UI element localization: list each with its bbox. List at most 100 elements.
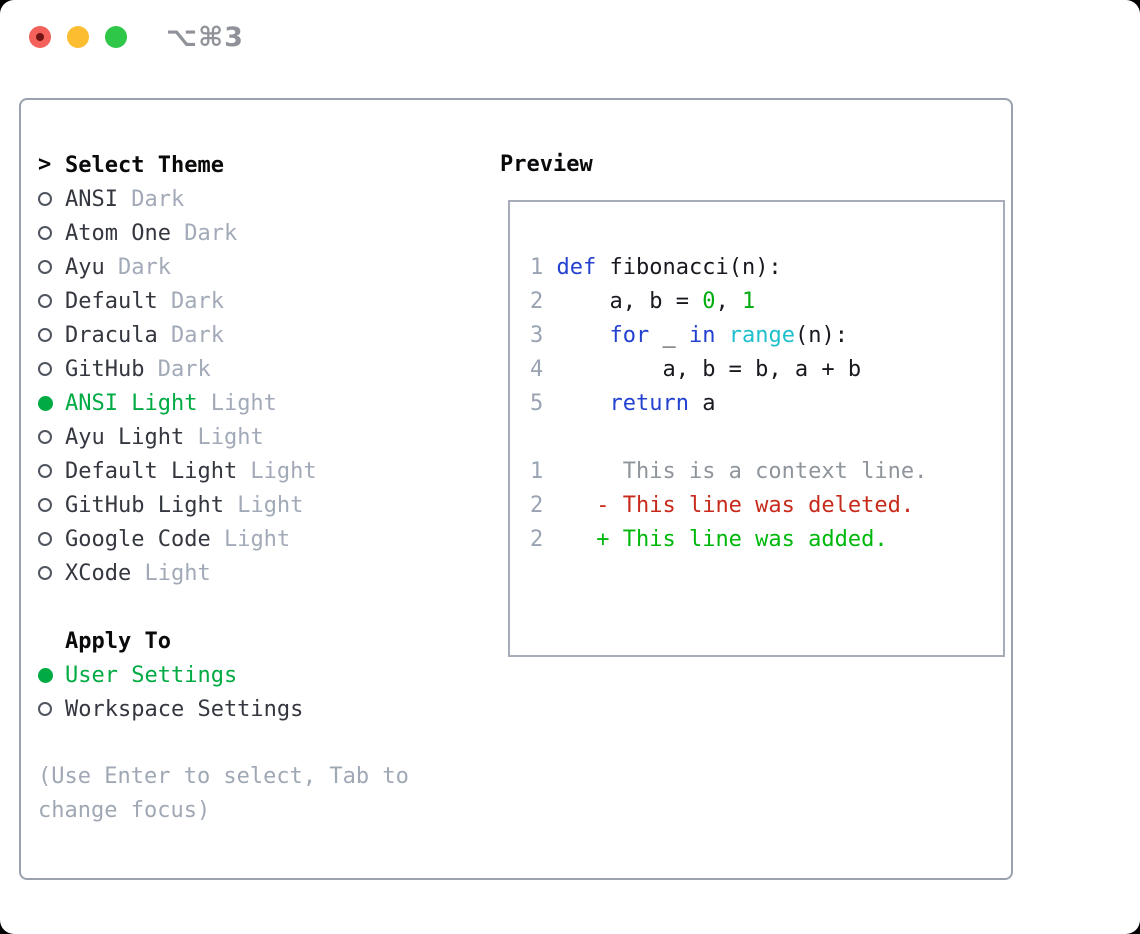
theme-option-label: ANSI [65, 186, 118, 212]
line-number: 4 [530, 357, 557, 382]
select-theme-label: Select Theme [65, 152, 224, 178]
radio-marker [38, 702, 65, 716]
radio-marker [38, 192, 65, 206]
theme-option-ayu-light[interactable]: Ayu Light Light [38, 420, 409, 454]
code-token: (n): [794, 323, 848, 348]
radio-marker [38, 328, 65, 342]
theme-option-ansi-light[interactable]: ANSI Light Light [38, 386, 409, 420]
theme-variant-label: Light [210, 526, 291, 552]
theme-option-atom-one[interactable]: Atom One Dark [38, 216, 409, 250]
radio-marker [38, 464, 65, 478]
theme-variant-label: Dark [104, 254, 171, 280]
preview-line: 2 a, b = 0, 1 [530, 285, 1003, 319]
code-token: 1 [741, 289, 756, 314]
apply-option-workspace-settings[interactable]: Workspace Settings [38, 692, 409, 726]
apply-option-text: Workspace Settings [65, 697, 303, 722]
theme-option-text: Ayu Light Light [65, 425, 264, 450]
theme-option-xcode[interactable]: XCode Light [38, 556, 409, 590]
radio-unselected-icon [38, 566, 52, 580]
preview-line: 1 def fibonacci(n): [530, 251, 1003, 285]
theme-option-text: Dracula Dark [65, 323, 224, 348]
line-number: 2 [530, 493, 557, 518]
radio-marker [38, 362, 65, 376]
theme-option-label: ANSI Light [65, 390, 198, 416]
maximize-button[interactable] [105, 26, 127, 48]
preview-line: 2 + This line was added. [530, 523, 1003, 557]
code-token: 0 [702, 289, 716, 314]
apply-option-text: User Settings [65, 663, 237, 688]
theme-option-dracula[interactable]: Dracula Dark [38, 318, 409, 352]
theme-option-label: GitHub [65, 356, 145, 382]
theme-variant-label: Light [223, 492, 304, 518]
theme-variant-label: Dark [117, 186, 185, 212]
radio-unselected-icon [38, 328, 52, 342]
theme-option-google-code[interactable]: Google Code Light [38, 522, 409, 556]
radio-unselected-icon [38, 226, 52, 240]
theme-option-text: Default Dark [65, 289, 224, 314]
code-token [557, 323, 610, 348]
theme-option-label: Default Light [65, 458, 238, 484]
theme-option-default[interactable]: Default Dark [38, 284, 409, 318]
theme-option-label: Ayu Light [65, 424, 185, 450]
theme-variant-label: Dark [157, 322, 224, 348]
radio-unselected-icon [38, 192, 52, 206]
theme-variant-label: Dark [170, 220, 238, 246]
code-token: + This line was added. [556, 527, 888, 552]
theme-option-ayu[interactable]: Ayu Dark [38, 250, 409, 284]
theme-variant-label: Light [237, 458, 317, 484]
apply-to-label: Apply To [65, 628, 171, 654]
preview-line: 1 This is a context line. [530, 455, 1003, 489]
theme-option-text: GitHub Dark [65, 357, 211, 382]
line-number: 1 [530, 255, 557, 280]
radio-marker [38, 498, 65, 512]
theme-option-text: Atom One Dark [65, 221, 237, 246]
theme-option-github-light[interactable]: GitHub Light Light [38, 488, 409, 522]
preview-line: 4 a, b = b, a + b [530, 353, 1003, 387]
apply-option-label: User Settings [65, 662, 238, 688]
preview-line: 3 for _ in range(n): [530, 319, 1003, 353]
radio-selected-icon [38, 667, 53, 683]
radio-marker [38, 430, 65, 444]
preview-line: 2 - This line was deleted. [530, 489, 1003, 523]
theme-option-label: Dracula [65, 322, 158, 348]
radio-selected-icon [38, 395, 53, 411]
code-token: a, b = [556, 289, 703, 314]
code-token: - This line was deleted. [556, 493, 915, 518]
theme-option-text: ANSI Dark [65, 187, 184, 212]
theme-option-text: ANSI Light Light [65, 391, 277, 416]
preview-line [530, 421, 1003, 455]
radio-marker [38, 566, 65, 580]
theme-option-text: Default Light Light [65, 459, 317, 484]
radio-marker [38, 260, 65, 274]
theme-variant-label: Dark [144, 356, 211, 382]
theme-variant-label: Light [184, 424, 264, 450]
theme-option-github[interactable]: GitHub Dark [38, 352, 409, 386]
spacer [38, 590, 409, 624]
theme-option-label: Atom One [65, 220, 171, 246]
code-token: def [556, 255, 597, 280]
line-number: 1 [530, 459, 557, 484]
theme-option-label: XCode [65, 560, 132, 586]
window-title: ⌥⌘3 [166, 22, 244, 53]
radio-unselected-icon [38, 294, 52, 308]
theme-option-text: Ayu Dark [65, 255, 171, 280]
theme-option-ansi[interactable]: ANSI Dark [38, 182, 409, 216]
theme-option-label: Ayu [65, 254, 105, 280]
theme-option-default-light[interactable]: Default Light Light [38, 454, 409, 488]
code-token: a, b = b, a + b [556, 357, 862, 382]
code-token: , [715, 289, 742, 314]
minimize-button[interactable] [67, 26, 89, 48]
radio-unselected-icon [38, 362, 52, 376]
radio-marker [38, 395, 65, 411]
radio-unselected-icon [38, 430, 52, 444]
apply-option-user-settings[interactable]: User Settings [38, 658, 409, 692]
prompt-marker-icon: > [38, 152, 52, 177]
radio-marker [38, 294, 65, 308]
code-token: a [688, 391, 716, 416]
theme-option-label: Google Code [65, 526, 211, 552]
close-button[interactable] [29, 26, 51, 48]
